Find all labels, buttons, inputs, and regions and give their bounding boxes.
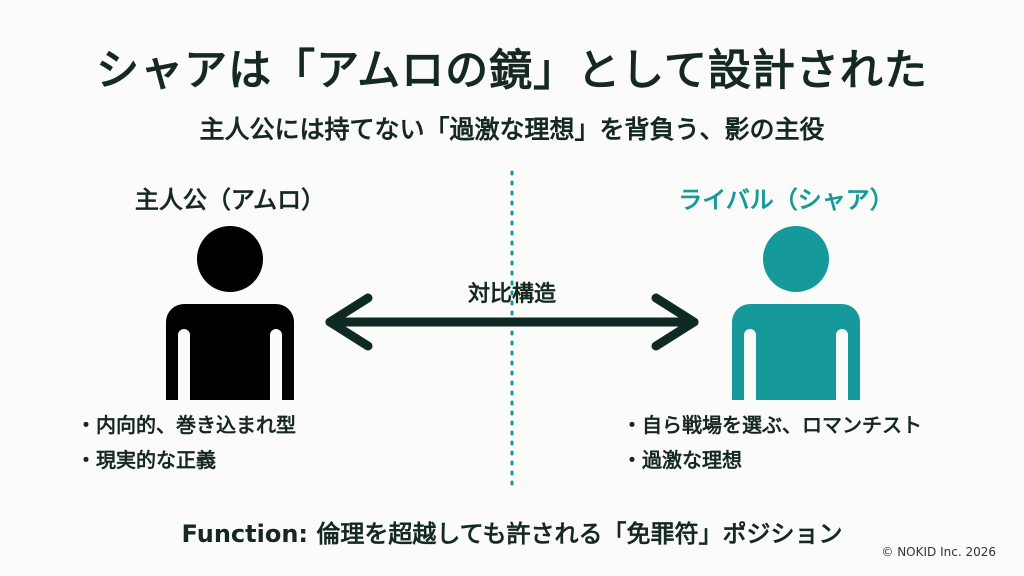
trait-item: 内向的、巻き込まれ型 — [76, 408, 296, 443]
protagonist-traits: 内向的、巻き込まれ型 現実的な正義 — [76, 408, 296, 478]
page-title: シャアは「アムロの鏡」として設計された — [96, 46, 928, 96]
subtitle: 主人公には持てない「過激な理想」を背負う、影の主役 — [199, 115, 825, 144]
rival-person-icon — [732, 226, 860, 400]
rival-label: ライバル（シャア） — [678, 186, 894, 214]
function-statement: Function: 倫理を超越しても許される「免罪符」ポジション — [181, 520, 843, 548]
rival-traits: 自ら戦場を選ぶ、ロマンチスト 過激な理想 — [622, 408, 922, 478]
protagonist-label: 主人公（アムロ） — [134, 186, 326, 214]
contrast-label: 対比構造 — [467, 282, 556, 307]
double-arrow — [325, 293, 699, 351]
trait-item: 自ら戦場を選ぶ、ロマンチスト — [622, 408, 922, 443]
trait-item: 現実的な正義 — [76, 443, 296, 478]
trait-item: 過激な理想 — [622, 443, 922, 478]
protagonist-person-icon — [166, 226, 294, 400]
copyright: © NOKID Inc. 2026 — [881, 545, 996, 559]
